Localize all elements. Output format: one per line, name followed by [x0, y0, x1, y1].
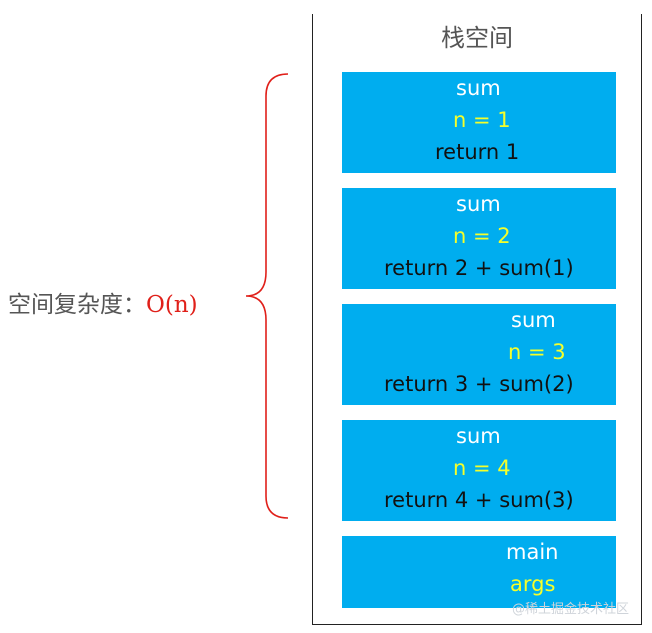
- space-complexity-label: 空间复杂度：O(n): [8, 285, 198, 319]
- stack-frame-main: main args: [342, 536, 616, 608]
- space-complexity-text: 空间复杂度：: [8, 292, 146, 318]
- stack-space-title: 栈空间: [441, 24, 513, 52]
- frame-param: n = 3: [508, 340, 566, 364]
- frame-body: return 2 + sum(1): [384, 256, 574, 280]
- curly-brace-icon: [245, 73, 289, 519]
- frame-name: sum: [456, 76, 501, 100]
- frame-param: n = 1: [453, 108, 511, 132]
- frame-name: sum: [456, 192, 501, 216]
- frame-name: main: [506, 540, 559, 564]
- frame-param: args: [510, 572, 556, 596]
- frame-name: sum: [511, 308, 556, 332]
- frame-body: return 4 + sum(3): [384, 488, 574, 512]
- frame-body: return 3 + sum(2): [384, 372, 574, 396]
- frame-name: sum: [456, 424, 501, 448]
- frame-param: n = 4: [453, 456, 511, 480]
- frame-body: return 1: [435, 140, 520, 164]
- stack-frame-sum-n4: sum n = 4 return 4 + sum(3): [342, 420, 616, 521]
- stack-space-container: [312, 14, 642, 625]
- frame-param: n = 2: [453, 224, 511, 248]
- watermark: @稀土掘金技术社区: [512, 602, 630, 617]
- stack-frame-sum-n2: sum n = 2 return 2 + sum(1): [342, 188, 616, 289]
- stack-frame-sum-n3: sum n = 3 return 3 + sum(2): [342, 304, 616, 405]
- stack-frame-sum-n1: sum n = 1 return 1: [342, 72, 616, 173]
- space-complexity-value: O(n): [146, 292, 198, 318]
